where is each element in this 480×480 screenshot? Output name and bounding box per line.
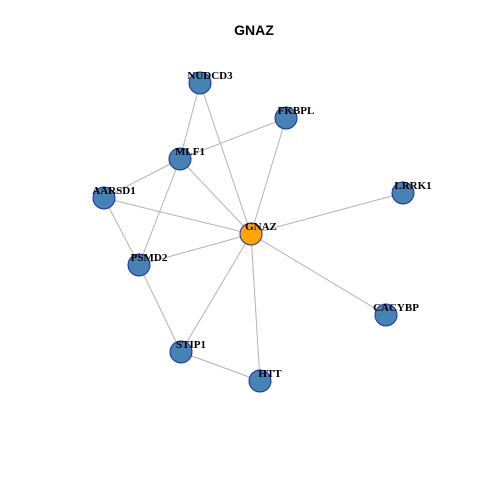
edge-gnaz-fkbpl [250,117,287,235]
edge-gnaz-psmd2 [138,233,252,266]
node-label-lrrk1: LRRK1 [394,180,431,192]
node-nudcd3: NUDCD3 [187,70,233,95]
edge-gnaz-lrrk1 [250,192,404,235]
node-lrrk1: LRRK1 [391,180,432,205]
node-circle-htt [248,369,272,393]
node-circle-mlf1 [168,147,192,171]
edge-gnaz-htt [250,233,261,382]
node-label-psmd2: PSMD2 [131,252,168,264]
node-label-aarsd1: AARSD1 [92,185,135,197]
node-label-nudcd3: NUDCD3 [187,70,233,82]
edge-gnaz-mlf1 [179,158,252,235]
node-circle-gnaz [239,222,263,246]
node-label-mlf1: MLF1 [175,146,205,158]
edge-gnaz-stip1 [180,233,252,353]
edge-nudcd3-mlf1 [179,82,201,160]
node-label-htt: HTT [258,368,282,380]
node-label-stip1: STIP1 [176,339,206,351]
node-stip1: STIP1 [169,339,206,364]
edge-gnaz-cacybp [250,233,387,316]
node-label-gnaz: GNAZ [245,221,277,233]
edge-stip1-htt [180,351,261,382]
node-label-cacybp: CACYBP [373,302,419,314]
node-htt: HTT [248,368,282,393]
node-circle-lrrk1 [391,181,415,205]
node-circle-aarsd1 [92,186,116,210]
edge-mlf1-psmd2 [138,158,181,266]
node-circle-stip1 [169,340,193,364]
node-cacybp: CACYBP [373,302,419,327]
node-label-fkbpl: FKBPL [278,105,315,117]
node-circle-nudcd3 [188,71,212,95]
edge-layer [103,82,404,382]
node-circle-fkbpl [274,106,298,130]
diagram-title: GNAZ [234,22,274,38]
node-mlf1: MLF1 [168,146,205,171]
node-gnaz: GNAZ [239,221,277,246]
edge-aarsd1-psmd2 [103,197,140,266]
edge-psmd2-stip1 [138,264,182,353]
node-psmd2: PSMD2 [127,252,168,277]
edge-gnaz-aarsd1 [103,197,252,235]
node-circle-psmd2 [127,253,151,277]
node-aarsd1: AARSD1 [92,185,136,210]
node-circle-cacybp [374,303,398,327]
edge-gnaz-nudcd3 [199,82,252,235]
node-fkbpl: FKBPL [274,105,315,130]
edge-fkbpl-mlf1 [179,117,287,160]
edge-mlf1-aarsd1 [103,158,181,199]
